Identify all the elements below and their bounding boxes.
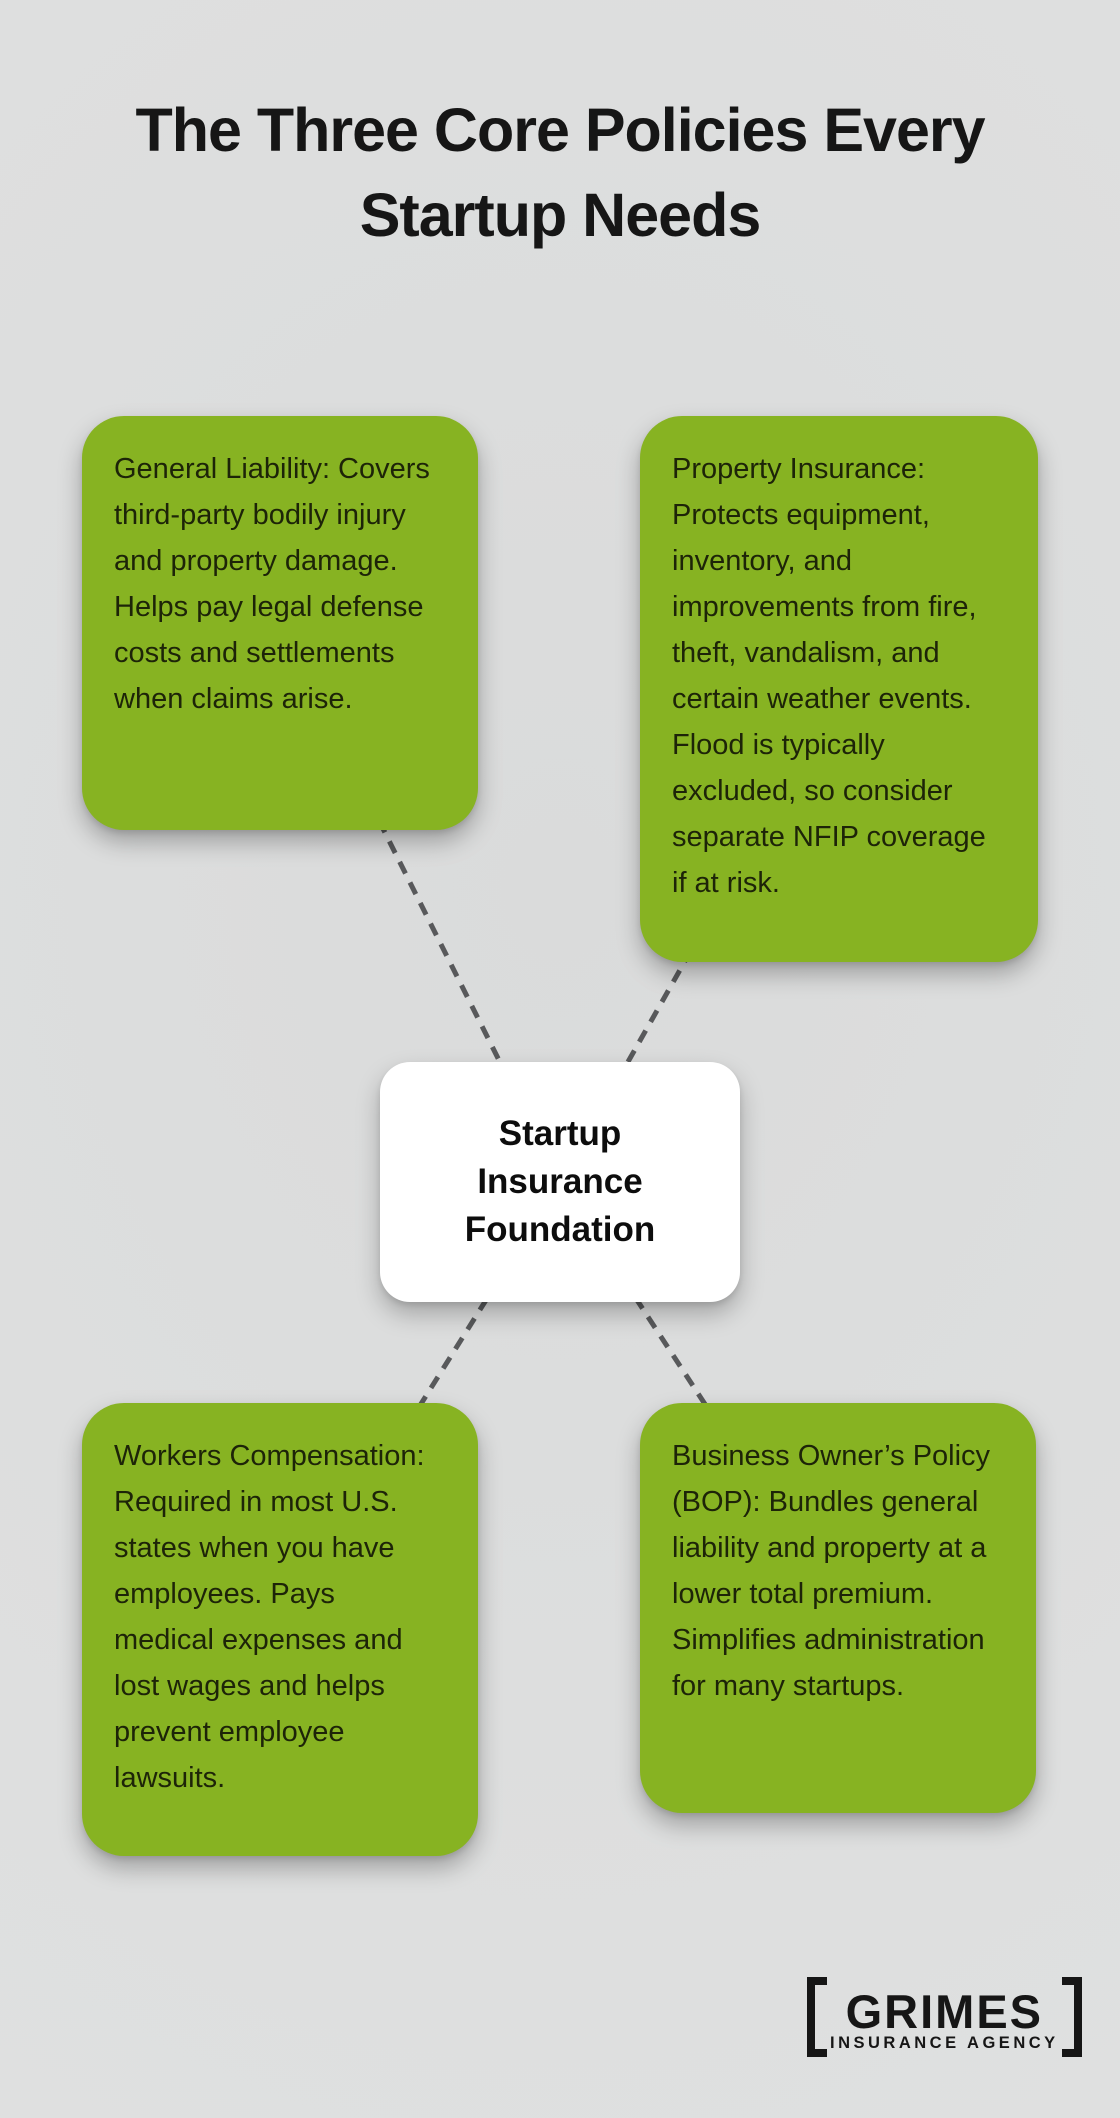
logo-right-bracket-icon [1061,1977,1082,2057]
policy-card-workers-compensation: Workers Compensation: Required in most U… [82,1403,478,1856]
policy-card-general-liability-text: General Liability: Covers third-party bo… [114,453,430,715]
logo-name: GRIMES [845,1985,1044,2038]
logo-left-bracket-icon [807,1977,827,2057]
page-title: The Three Core Policies Every Startup Ne… [135,96,985,249]
policy-card-business-owners-policy-text: Business Owner’s Policy (BOP): Bundles g… [672,1440,991,1702]
policy-card-general-liability: General Liability: Covers third-party bo… [82,416,478,830]
policy-card-property-insurance: Property Insurance: Protects equipment, … [640,416,1038,962]
logo-tagline: INSURANCE AGENCY [830,2034,1059,2052]
logo-text-block: GRIMES INSURANCE AGENCY [827,1977,1062,2057]
grimes-logo: GRIMES INSURANCE AGENCY [807,1977,1082,2057]
policy-card-business-owners-policy: Business Owner’s Policy (BOP): Bundles g… [640,1403,1036,1813]
policy-card-property-insurance-text: Property Insurance: Protects equipment, … [672,453,986,899]
center-node-label: Startup Insurance Foundation [464,1114,656,1249]
policy-card-workers-compensation-text: Workers Compensation: Required in most U… [114,1440,425,1794]
center-node: Startup Insurance Foundation [380,1062,740,1302]
